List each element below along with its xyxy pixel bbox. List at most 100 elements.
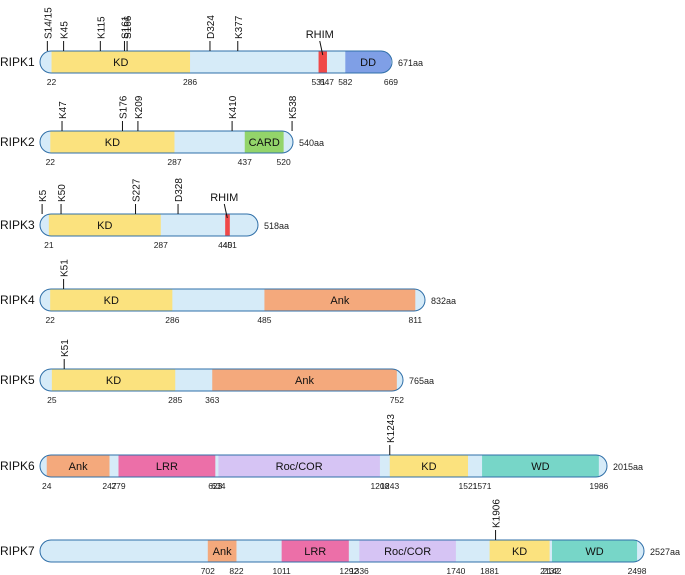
site-label: S227: [132, 178, 143, 202]
domain-label: CARD: [249, 137, 280, 149]
protein-outline: [39, 288, 426, 312]
protein-name: RIPK3: [0, 218, 35, 232]
residue-position: 363: [205, 395, 219, 405]
protein-outline: [39, 130, 294, 154]
protein-name: RIPK6: [0, 459, 35, 473]
protein-name: RIPK7: [0, 544, 35, 558]
residue-position: 752: [390, 395, 404, 405]
callout-line: [319, 40, 324, 56]
residue-position: 440: [218, 240, 232, 250]
residue-position: 1336: [350, 566, 369, 575]
domain-ank: [212, 369, 397, 391]
protein-name: RIPK2: [0, 135, 35, 149]
residue-position: 287: [154, 240, 168, 250]
callout-label: RHIM: [210, 192, 238, 204]
site-label: K51: [60, 339, 71, 357]
residue-position: 287: [167, 157, 181, 167]
domain-label: KD: [113, 57, 128, 69]
residue-position: 1243: [380, 481, 399, 491]
residue-position: 24: [42, 481, 52, 491]
residue-position: 623: [208, 481, 222, 491]
residue-position: 582: [338, 77, 352, 87]
protein-length: 2527aa: [650, 547, 680, 557]
residue-position: 247: [102, 481, 116, 491]
site-label: D324: [206, 15, 217, 39]
domain-label: WD: [531, 461, 549, 473]
domain-kd: [48, 214, 161, 236]
domain-ank: [264, 289, 416, 311]
residue-position: 22: [45, 315, 55, 325]
domain-label: LRR: [156, 461, 178, 473]
residue-position: 279: [111, 481, 125, 491]
site-label: K50: [57, 184, 68, 202]
site-label: S176: [118, 95, 129, 119]
protein-name: RIPK4: [0, 293, 35, 307]
protein-length: 765aa: [409, 376, 434, 386]
domain-label: LRR: [304, 546, 326, 558]
domain-label: KD: [106, 375, 121, 387]
domain-label: KD: [512, 546, 527, 558]
domain-label: Ank: [213, 546, 232, 558]
domain-kd: [489, 540, 550, 562]
domain-label: KD: [104, 295, 119, 307]
site-label: K377: [234, 15, 245, 39]
residue-position: 531: [311, 77, 325, 87]
residue-position: 1011: [273, 566, 292, 575]
protein-outline: [39, 454, 608, 478]
site-label: S14/15: [43, 7, 54, 39]
residue-position: 1571: [473, 481, 492, 491]
domain-kd: [50, 289, 173, 311]
residue-position: 634: [211, 481, 225, 491]
site-label: K209: [134, 95, 145, 119]
domain-label: Ank: [69, 461, 88, 473]
residue-position: 286: [165, 315, 179, 325]
site-label: K1243: [386, 414, 397, 443]
residue-position: 2142: [543, 566, 562, 575]
residue-position: 822: [229, 566, 243, 575]
domain-label: WD: [585, 546, 603, 558]
residue-position: 2498: [628, 566, 647, 575]
domain-rhim: [225, 214, 230, 236]
domain-wd: [551, 540, 638, 562]
site-label: K1906: [492, 499, 503, 528]
domain-label: DD: [360, 57, 376, 69]
domain-label: KD: [105, 137, 120, 149]
protein-outline: [39, 213, 259, 237]
protein-outline: [39, 50, 393, 74]
domain-lrr: [118, 455, 216, 477]
site-label: K45: [60, 21, 71, 39]
domain-kd: [50, 131, 175, 153]
domain-roc: [359, 540, 456, 562]
site-label: K538: [288, 95, 299, 119]
residue-position: 1881: [480, 566, 499, 575]
protein-length: 671aa: [398, 58, 423, 68]
domain-label: Roc/COR: [384, 546, 431, 558]
residue-position: 451: [223, 240, 237, 250]
site-label: D328: [174, 178, 185, 202]
domain-label: KD: [97, 220, 112, 232]
protein-outline: [39, 539, 645, 563]
protein-length: 518aa: [264, 221, 289, 231]
residue-position: 1292: [339, 566, 358, 575]
domain-kd: [51, 51, 191, 73]
residue-position: 22: [47, 77, 57, 87]
domain-ank: [207, 540, 237, 562]
site-label: K5: [38, 189, 49, 202]
site-label: K115: [96, 16, 107, 39]
domain-dd: [345, 51, 391, 73]
residue-position: 22: [46, 157, 56, 167]
residue-position: 1986: [589, 481, 608, 491]
residue-position: 437: [238, 157, 252, 167]
domain-rhim: [318, 51, 327, 73]
site-label: S161: [120, 15, 131, 39]
domain-label: KD: [421, 461, 436, 473]
domain-roc: [218, 455, 380, 477]
residue-position: 2132: [540, 566, 559, 575]
